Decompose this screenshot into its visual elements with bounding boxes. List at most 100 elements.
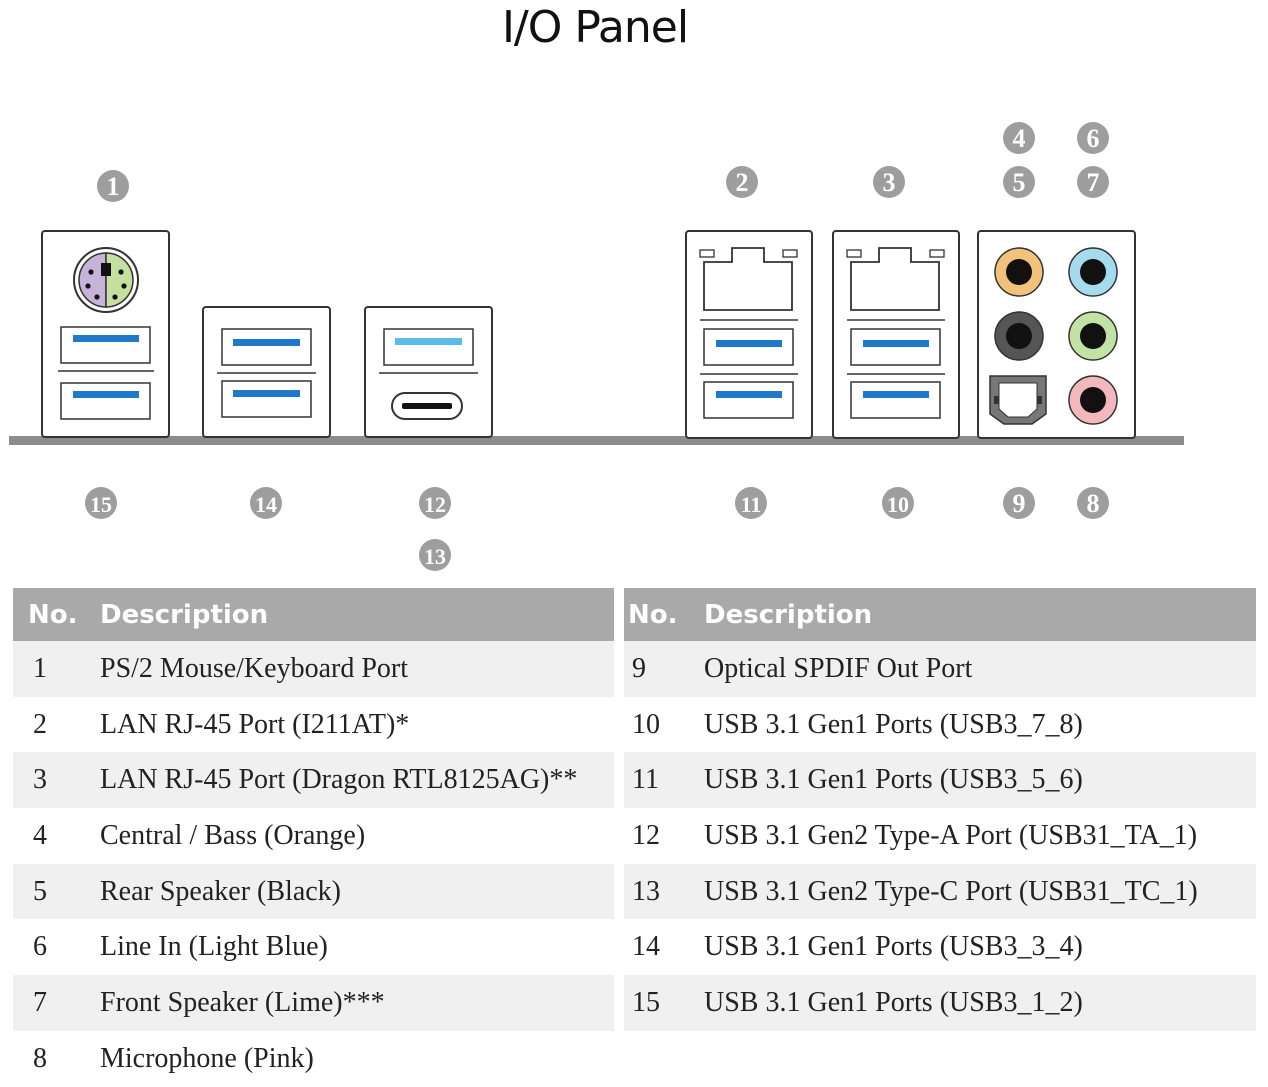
ps2-port[interactable] — [73, 247, 139, 313]
usb-port-7[interactable] — [850, 328, 941, 366]
row-no: 5 — [13, 863, 100, 920]
svg-text:4: 4 — [1013, 124, 1026, 153]
row-desc: Central / Bass (Orange) — [100, 819, 366, 851]
row-no: 15 — [624, 975, 704, 1031]
usb-port-6[interactable] — [703, 381, 794, 419]
callout-10: 10 — [882, 487, 914, 519]
row-desc: Rear Speaker (Black) — [100, 863, 614, 920]
header-description: Description — [100, 588, 614, 641]
row-desc: PS/2 Mouse/Keyboard Port — [100, 641, 614, 697]
callout-13: 13 — [419, 539, 451, 571]
usb-port-1[interactable] — [60, 326, 151, 364]
lan-port-2[interactable] — [846, 247, 945, 311]
row-desc: USB 3.1 Gen1 Ports (USB3_3_4) — [704, 931, 1083, 963]
svg-text:2: 2 — [736, 168, 749, 197]
audio-jack-black[interactable] — [994, 311, 1044, 361]
audio-jack-lime[interactable] — [1068, 311, 1118, 361]
page-title: I/O Panel — [501, 2, 689, 53]
row-desc: USB 3.1 Gen2 Type-C Port (USB31_TC_1) — [704, 863, 1256, 920]
row-desc: LAN RJ-45 Port (I211AT)* — [100, 708, 410, 740]
row-no: 7 — [13, 975, 100, 1031]
port-group-ps2-usb — [41, 230, 170, 438]
usb-port-5[interactable] — [703, 328, 794, 366]
svg-text:5: 5 — [1013, 168, 1026, 197]
svg-text:15: 15 — [90, 492, 112, 517]
port-group-audio — [977, 230, 1136, 439]
svg-text:11: 11 — [741, 492, 762, 517]
audio-jack-light-blue[interactable] — [1068, 247, 1118, 297]
io-shield-baseline — [9, 436, 1184, 445]
row-no: 8 — [33, 1042, 47, 1074]
usb-port-2[interactable] — [60, 382, 151, 420]
header-no: No. — [624, 588, 704, 641]
port-group-usb3-3-4 — [202, 306, 331, 438]
row-desc: Optical SPDIF Out Port — [704, 641, 1256, 697]
row-no: 9 — [624, 641, 704, 697]
table-header-row: No. Description — [13, 588, 614, 641]
audio-jack-pink[interactable] — [1068, 375, 1118, 425]
svg-text:8: 8 — [1087, 489, 1100, 518]
table-row: 12 USB 3.1 Gen2 Type-A Port (USB31_TA_1) — [624, 808, 1256, 864]
callout-4: 4 — [1003, 122, 1035, 154]
table-row: 4 Central / Bass (Orange) — [13, 808, 614, 864]
svg-text:10: 10 — [887, 492, 909, 517]
table-row: 8 Microphone (Pink) — [13, 1031, 614, 1087]
row-desc: USB 3.1 Gen1 Ports (USB3_5_6) — [704, 752, 1256, 809]
svg-text:7: 7 — [1087, 168, 1100, 197]
row-no: 6 — [33, 931, 47, 963]
row-no: 14 — [632, 931, 660, 963]
row-desc: LAN RJ-45 Port (Dragon RTL8125AG)** — [100, 752, 614, 809]
callout-5: 5 — [1003, 166, 1035, 198]
callout-15: 15 — [85, 487, 117, 519]
svg-text:12: 12 — [424, 492, 446, 517]
row-no: 11 — [624, 752, 704, 809]
table-row: 14 USB 3.1 Gen1 Ports (USB3_3_4) — [624, 919, 1256, 975]
usb-port-3[interactable] — [221, 328, 312, 366]
callout-7: 7 — [1077, 166, 1109, 198]
row-no: 2 — [33, 708, 47, 740]
audio-jack-orange[interactable] — [994, 247, 1044, 297]
table-row: 6 Line In (Light Blue) — [13, 919, 614, 975]
callout-6: 6 — [1077, 122, 1109, 154]
header-no: No. — [13, 588, 100, 641]
row-no: 12 — [632, 819, 660, 851]
callout-9: 9 — [1003, 487, 1035, 519]
row-no: 10 — [632, 708, 660, 740]
table-header-row: No. Description — [624, 588, 1256, 641]
port-group-lan2 — [832, 230, 960, 439]
row-no: 1 — [13, 641, 100, 697]
callout-1: 1 — [97, 170, 129, 202]
row-no: 13 — [624, 863, 704, 920]
row-no: 4 — [33, 819, 47, 851]
callout-2: 2 — [726, 166, 758, 198]
usb-port-4[interactable] — [221, 380, 312, 418]
port-group-lan1 — [685, 230, 813, 439]
row-desc: USB 3.1 Gen2 Type-A Port (USB31_TA_1) — [704, 819, 1198, 851]
callout-8: 8 — [1077, 487, 1109, 519]
optical-spdif-port[interactable] — [989, 375, 1047, 425]
callout-12: 12 — [419, 487, 451, 519]
header-description: Description — [704, 588, 1256, 641]
svg-text:13: 13 — [424, 544, 446, 569]
usb-type-a-gen2-port[interactable] — [383, 328, 474, 366]
callout-11: 11 — [735, 487, 767, 519]
row-desc: USB 3.1 Gen1 Ports (USB3_1_2) — [704, 975, 1256, 1031]
row-desc: USB 3.1 Gen1 Ports (USB3_7_8) — [704, 708, 1083, 740]
callout-3: 3 — [873, 166, 905, 198]
svg-text:6: 6 — [1087, 124, 1100, 153]
usb-type-c-port[interactable] — [391, 392, 463, 420]
lan-port-1[interactable] — [699, 247, 798, 311]
usb-port-8[interactable] — [850, 381, 941, 419]
row-desc: Line In (Light Blue) — [100, 931, 328, 963]
callout-14: 14 — [250, 487, 282, 519]
svg-text:9: 9 — [1013, 489, 1026, 518]
row-desc: Microphone (Pink) — [100, 1042, 314, 1074]
